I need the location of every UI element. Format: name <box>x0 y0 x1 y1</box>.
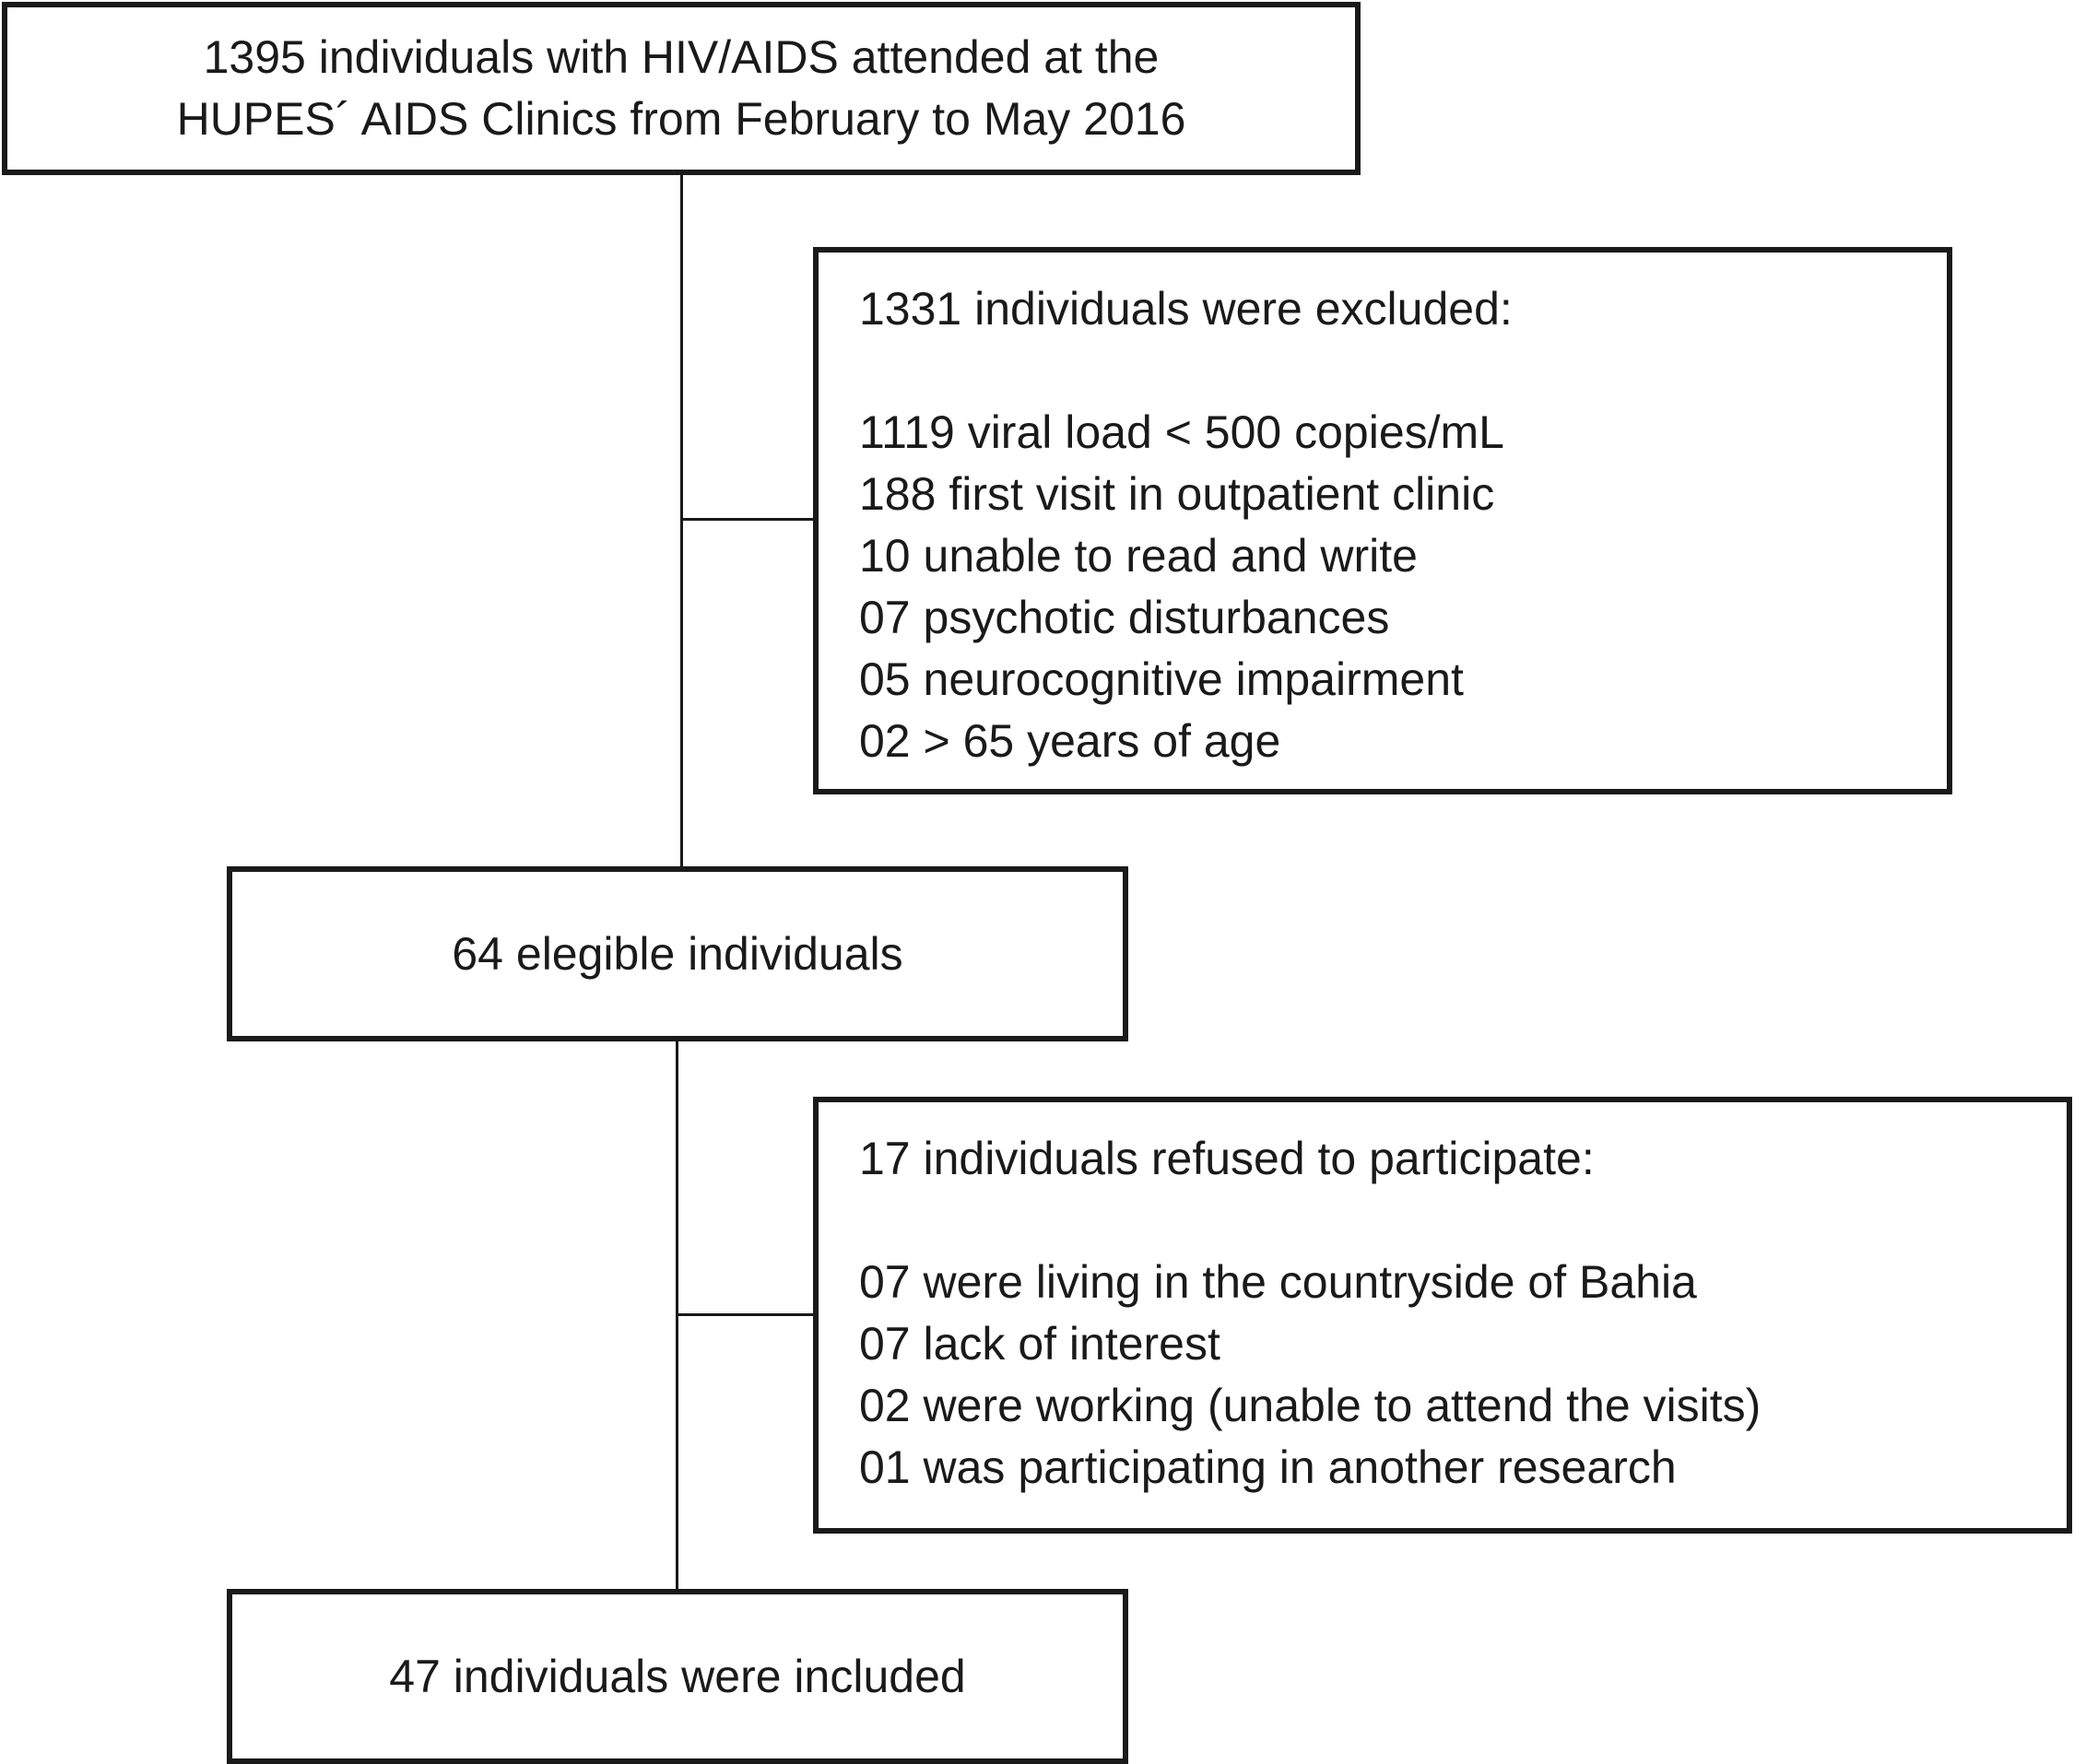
flow-box-exclusion: 1331 individuals were excluded: 1119 vir… <box>813 247 1952 794</box>
exclusion-reason: 10 unable to read and write <box>859 530 1418 582</box>
included-text: 47 individuals were included <box>389 1650 966 1702</box>
connector-line-start-to-eligible <box>680 175 683 866</box>
connector-branch-refusal <box>676 1313 813 1316</box>
flow-box-eligible: 64 elegible individuals <box>227 866 1128 1041</box>
refusal-reason: 02 were working (unable to attend the vi… <box>859 1380 1762 1431</box>
exclusion-reason: 188 first visit in outpatient clinic <box>859 468 1495 520</box>
flow-box-start: 1395 individuals with HIV/AIDS attended … <box>2 2 1361 175</box>
refusal-reason: 01 was participating in another research <box>859 1441 1677 1493</box>
refusal-title: 17 individuals refused to participate: <box>859 1133 1595 1184</box>
exclusion-spacer <box>859 340 1947 402</box>
flow-box-refusal: 17 individuals refused to participate: 0… <box>813 1097 2072 1534</box>
exclusion-reason: 07 psychotic disturbances <box>859 592 1390 643</box>
exclusion-reason: 02 > 65 years of age <box>859 715 1281 767</box>
exclusion-reason: 1119 viral load < 500 copies/mL <box>859 406 1504 458</box>
start-line-1: 1395 individuals with HIV/AIDS attended … <box>203 31 1160 83</box>
refusal-reason: 07 lack of interest <box>859 1318 1220 1370</box>
exclusion-title: 1331 individuals were excluded: <box>859 283 1513 335</box>
refusal-spacer <box>859 1190 2067 1252</box>
refusal-reason: 07 were living in the countryside of Bah… <box>859 1256 1697 1308</box>
flow-box-included: 47 individuals were included <box>227 1589 1128 1764</box>
start-line-2: HUPES´ AIDS Clinics from February to May… <box>176 93 1186 145</box>
exclusion-reason: 05 neurocognitive impairment <box>859 653 1464 705</box>
eligible-text: 64 elegible individuals <box>452 927 903 980</box>
connector-branch-exclusion <box>680 518 813 521</box>
